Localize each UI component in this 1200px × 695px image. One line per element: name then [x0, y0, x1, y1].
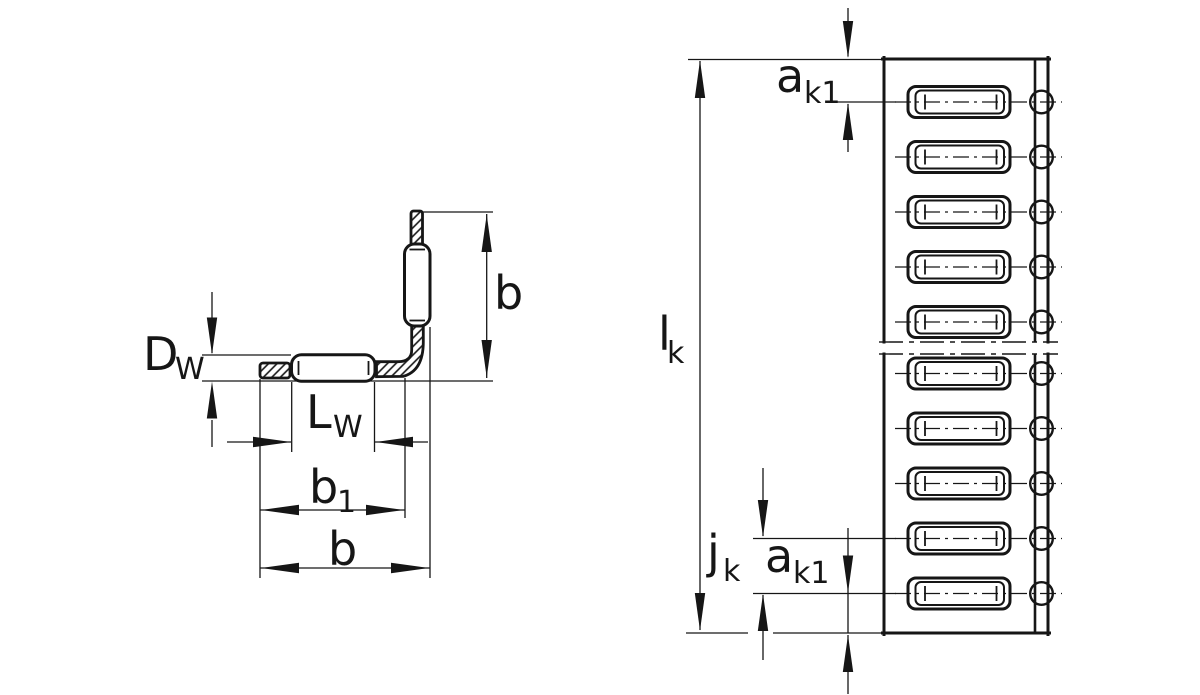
cross-section-view: DW LW b1 b b — [143, 209, 523, 578]
dimension-lk: lk — [658, 60, 706, 631]
arrow-up-icon — [481, 214, 492, 252]
dimension-b1: b1 — [260, 460, 405, 520]
label-b-width: b — [328, 522, 357, 576]
roller-pocket — [893, 466, 1064, 501]
break-lines — [879, 341, 1058, 355]
roller-pocket — [893, 356, 1064, 391]
arrow-up-icon — [757, 594, 769, 631]
arrow-down-icon — [694, 593, 706, 631]
arrow-up-icon — [842, 103, 854, 140]
arrow-left-icon — [375, 436, 413, 448]
arrow-up-icon — [206, 381, 218, 419]
roller-pocket — [893, 576, 1064, 611]
arrow-up-icon — [842, 635, 854, 672]
roller-pocket — [893, 305, 1064, 339]
arrow-left-icon — [261, 562, 299, 574]
roller-pocket — [893, 85, 1064, 119]
cage-corner-section — [375, 324, 425, 379]
cage-strip-left-section — [258, 361, 292, 380]
arrow-right-icon — [391, 562, 429, 574]
dimension-roller-diameter: DW — [143, 292, 218, 447]
arrow-down-icon — [842, 555, 854, 593]
label-lk: lk — [658, 307, 685, 371]
dimension-b-width: b — [260, 522, 430, 576]
label-ak1-bottom: ak1 — [765, 529, 829, 591]
arrow-up-icon — [694, 60, 706, 98]
arrow-right-icon — [366, 504, 404, 516]
label-lw: LW — [306, 385, 363, 445]
horizontal-roller — [290, 353, 377, 383]
arrow-down-icon — [757, 500, 769, 537]
dimension-roller-length: LW — [227, 385, 428, 448]
arrow-left-icon — [261, 504, 299, 516]
dimension-b-height: b — [481, 214, 523, 378]
roller-pocket — [893, 195, 1064, 229]
dimension-ak1-bottom: ak1 — [765, 528, 854, 694]
label-b-height: b — [494, 266, 523, 320]
arrow-down-icon — [481, 340, 492, 378]
vertical-roller — [403, 242, 432, 328]
roller-pockets — [893, 85, 1064, 611]
cage-strip-vertical-section — [409, 209, 424, 248]
arrow-right-icon — [253, 436, 291, 448]
dimension-ak1-top: ak1 — [776, 8, 854, 152]
arrow-down-icon — [842, 21, 854, 58]
label-ak1-top: ak1 — [776, 49, 840, 111]
label-dw: DW — [143, 327, 205, 387]
roller-pocket — [893, 411, 1064, 446]
roller-pocket — [893, 521, 1064, 556]
roller-pocket — [893, 250, 1064, 284]
roller-pocket — [893, 140, 1064, 174]
arrow-down-icon — [206, 317, 218, 355]
label-b1: b1 — [309, 460, 356, 520]
